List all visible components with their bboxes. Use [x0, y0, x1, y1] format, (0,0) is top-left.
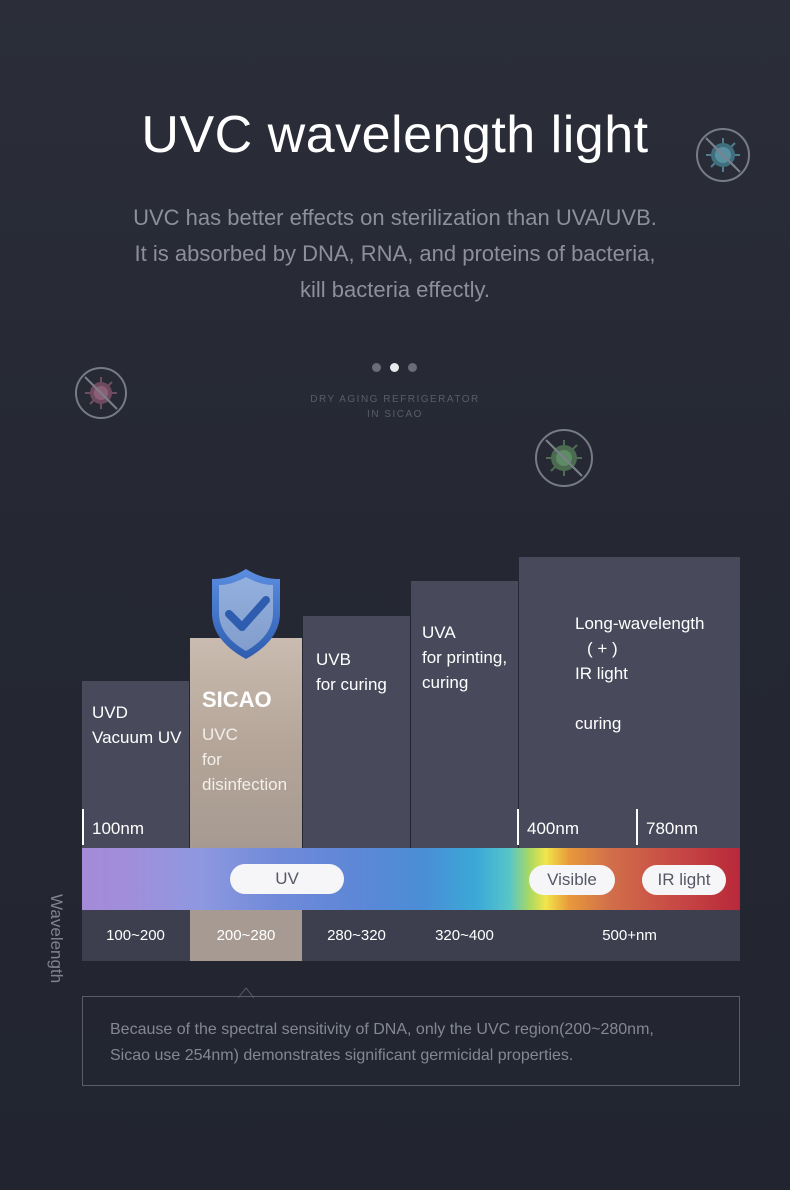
uva-title: UVA: [422, 623, 456, 642]
column-uvc: [190, 638, 302, 848]
note-line: Sicao use 254nm) demonstrates significan…: [110, 1047, 574, 1064]
long-title: Long-wavelength: [575, 614, 705, 633]
visible-pill: Visible: [529, 865, 615, 895]
info-note: Because of the spectral sensitivity of D…: [82, 996, 740, 1086]
nm-marker-780: 780nm: [636, 809, 698, 845]
uva-text: curing: [422, 673, 469, 692]
carousel-dot[interactable]: [372, 363, 381, 372]
uvb-subtitle: for curing: [316, 675, 387, 694]
product-subtitle: DRY AGING REFRIGERATOR IN SICAO: [0, 392, 790, 422]
crossed-germ-icon: [696, 128, 750, 182]
uva-label: UVA for printing, curing: [422, 620, 507, 695]
description-line: It is absorbed by DNA, RNA, and proteins…: [134, 241, 656, 266]
page-title: UVC wavelength light: [141, 106, 649, 164]
product-subtitle-line: IN SICAO: [367, 409, 423, 420]
callout-pointer: [237, 986, 255, 1004]
range-cell: 500+nm: [602, 927, 657, 944]
product-subtitle-line: DRY AGING REFRIGERATOR: [310, 394, 480, 405]
nm-marker-100: 100nm: [82, 809, 144, 845]
column-uva: [411, 581, 518, 848]
wavelength-range-row: 100~200 200~280 280~320 320~400 500+nm: [82, 910, 740, 961]
range-cell-selected: 200~280: [190, 910, 302, 961]
uvc-text: disinfection: [202, 775, 288, 794]
carousel-dots: [372, 363, 417, 372]
nm-marker-400: 400nm: [517, 809, 579, 845]
crossed-germ-icon: [75, 367, 127, 419]
uvb-title: UVB: [316, 650, 351, 669]
note-text: Because of the spectral sensitivity of D…: [110, 1017, 720, 1069]
carousel-dot-active[interactable]: [390, 363, 399, 372]
ir-pill: IR light: [642, 865, 726, 895]
crossed-germ-icon: [535, 429, 593, 487]
uvb-label: UVB for curing: [316, 647, 387, 697]
uvd-label: UVD Vacuum UV: [92, 700, 181, 750]
column-uvb: [303, 616, 410, 848]
range-cell: 100~200: [106, 927, 165, 944]
uvd-subtitle: Vacuum UV: [92, 728, 182, 747]
brand-name: SICAO: [202, 687, 272, 712]
uvc-label: SICAO UVC for disinfection: [202, 686, 287, 797]
uvd-title: UVD: [92, 703, 128, 722]
uvc-text: for: [202, 750, 222, 769]
column-long-wavelength: [519, 557, 740, 848]
uvc-title: UVC: [202, 725, 238, 744]
range-cell: 320~400: [435, 927, 494, 944]
long-text: curing: [575, 714, 622, 733]
spectrum-bar: UV Visible IR light: [82, 848, 740, 910]
long-text: ( + ): [587, 639, 618, 658]
carousel-dot[interactable]: [408, 363, 417, 372]
column-uvd: [82, 681, 189, 848]
page-description: UVC has better effects on sterilization …: [0, 200, 790, 308]
uv-pill: UV: [230, 864, 344, 894]
long-wavelength-label: Long-wavelength ( + ) IR light curing: [575, 611, 704, 736]
range-cell: 280~320: [327, 927, 386, 944]
description-line: UVC has better effects on sterilization …: [133, 205, 657, 230]
long-text: IR light: [575, 664, 628, 683]
uva-text: for printing,: [422, 648, 508, 667]
shield-check-icon: [209, 567, 283, 661]
axis-label: Wavelength: [47, 894, 66, 984]
description-line: kill bacteria effectly.: [300, 277, 490, 302]
note-line: Because of the spectral sensitivity of D…: [110, 1021, 654, 1038]
